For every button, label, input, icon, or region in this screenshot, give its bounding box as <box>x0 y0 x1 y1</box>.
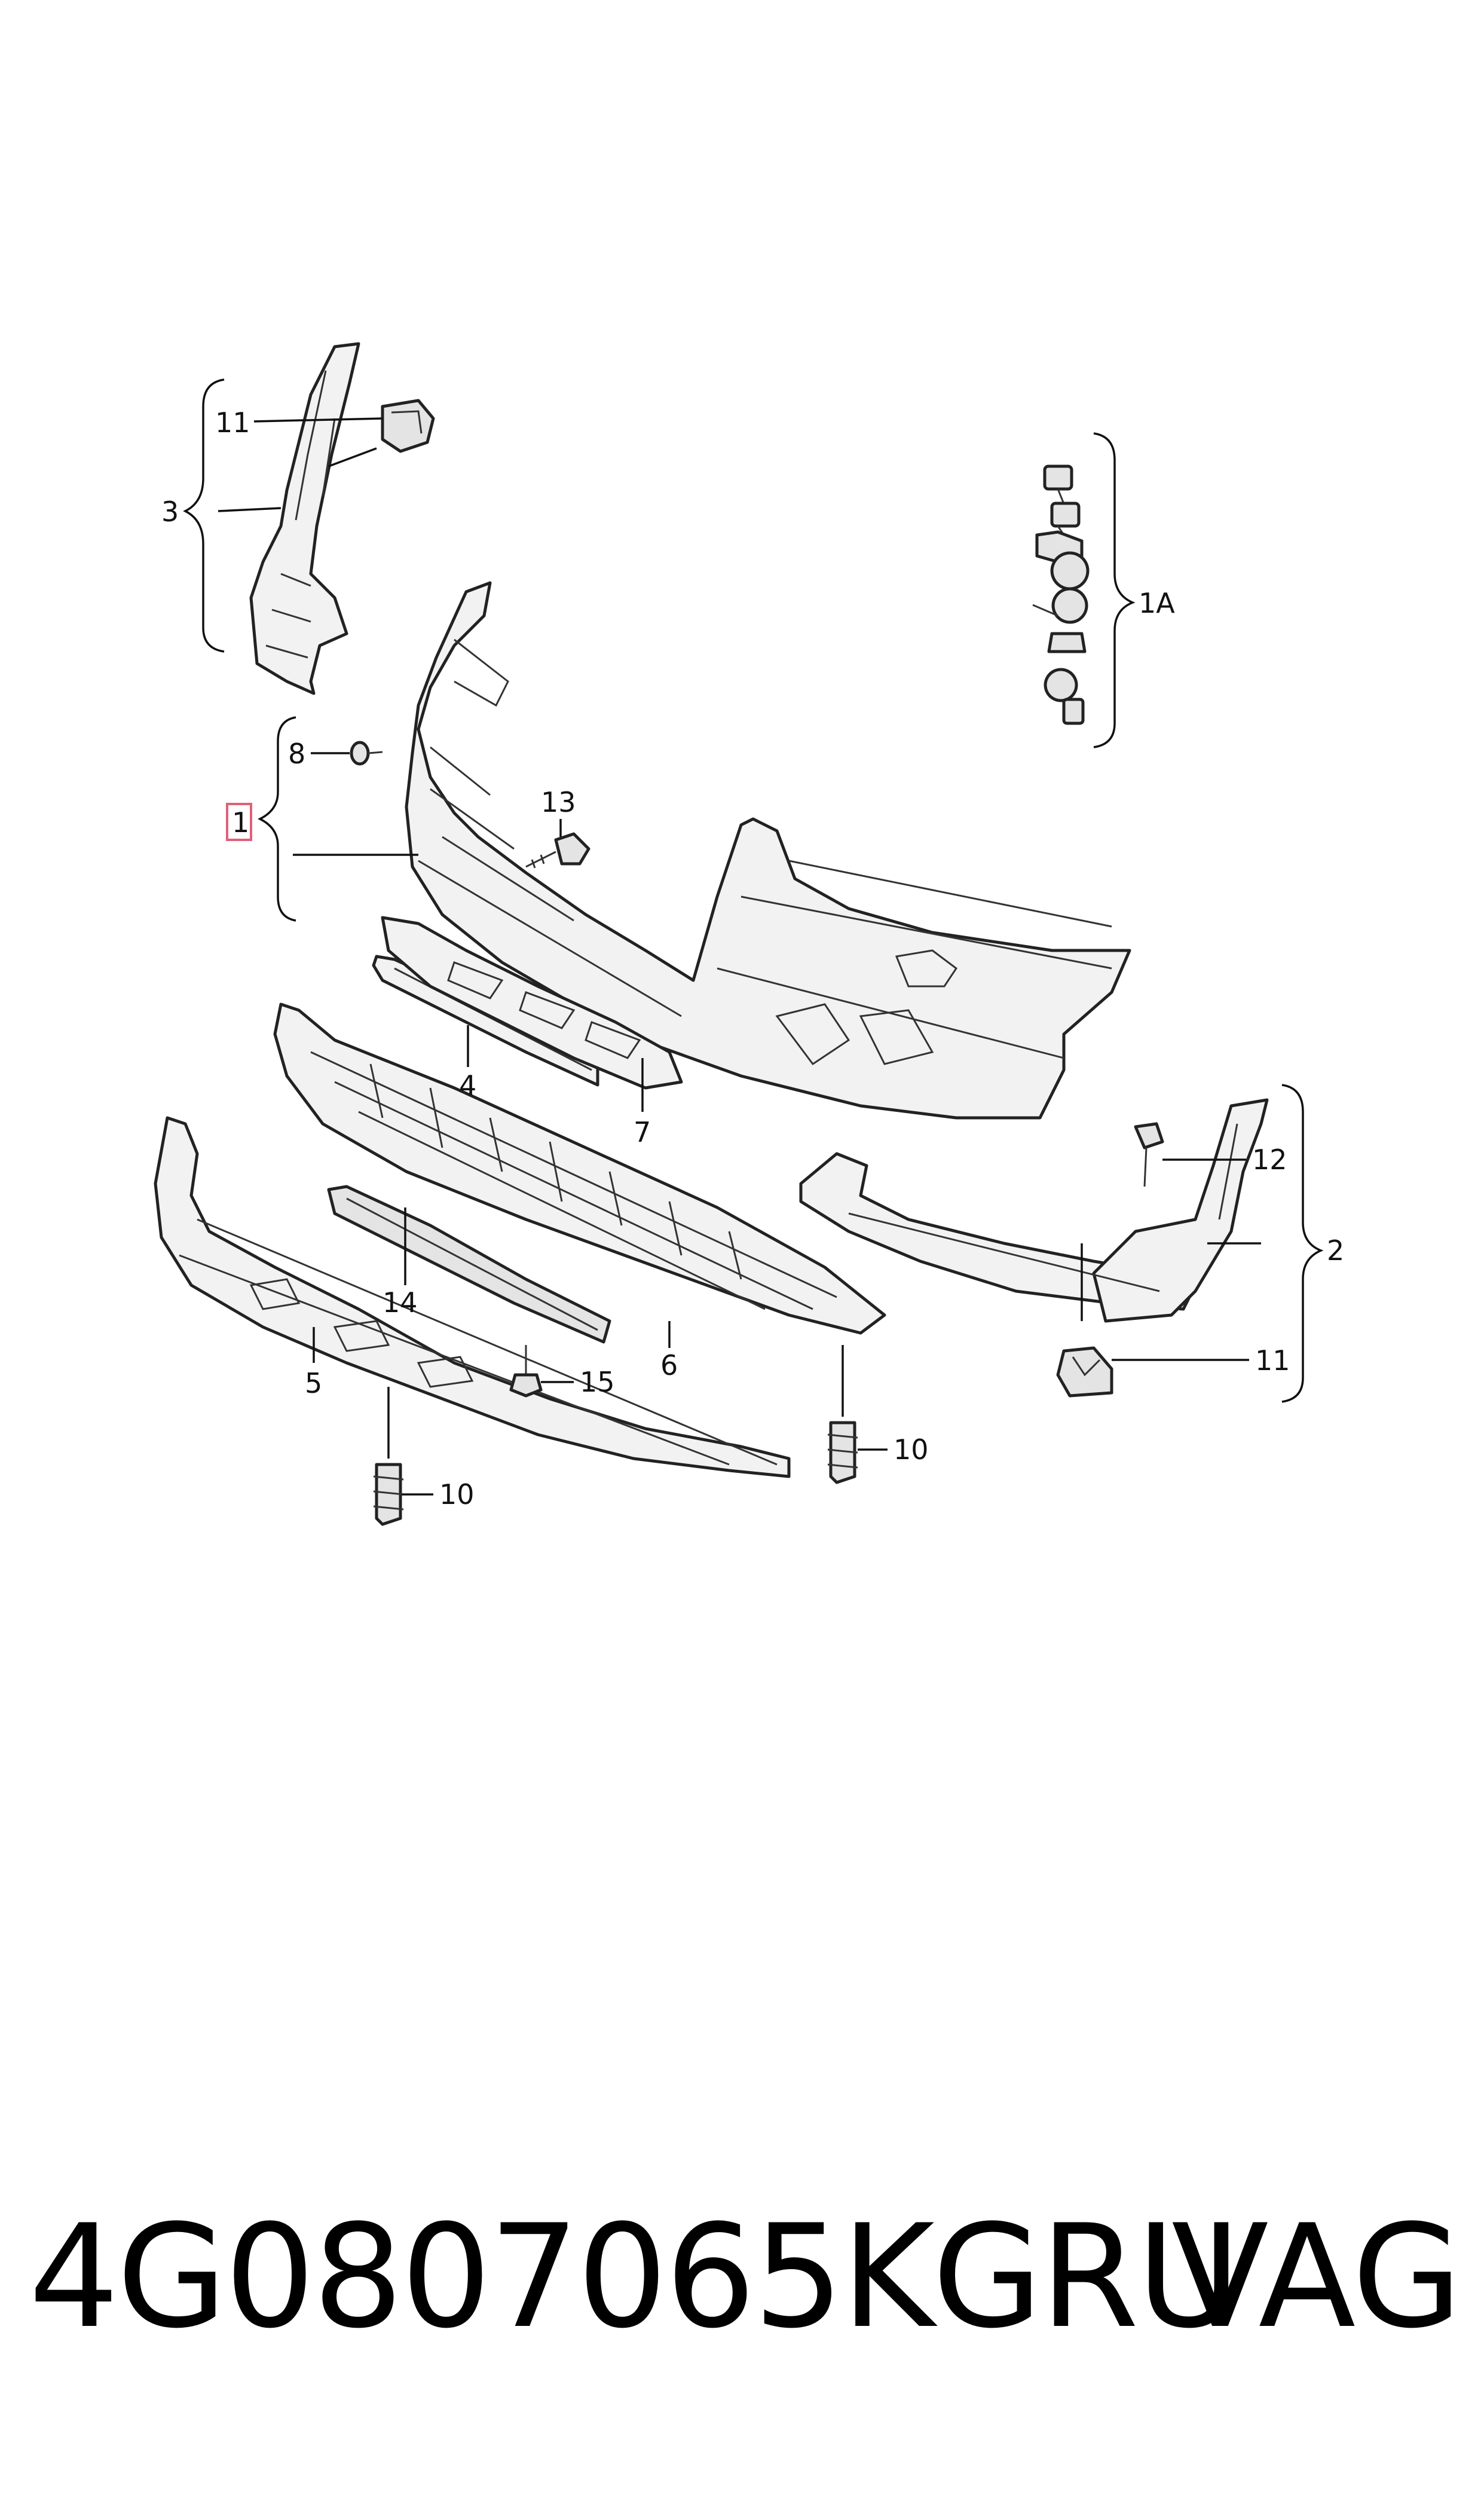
brace-1a <box>1093 432 1136 748</box>
callout-6: 6 <box>660 1349 678 1381</box>
footer-caption: 4G0807065KGRU VAG <box>0 2200 1484 2355</box>
part-10-screw-left <box>373 1463 404 1526</box>
part-11-clip-top <box>381 399 435 453</box>
highlight-box <box>226 803 252 841</box>
part-14-strip <box>327 1185 611 1344</box>
callout-10-left: 10 <box>439 1478 475 1511</box>
part-8-clip <box>350 741 383 766</box>
part-7-grille-insert <box>381 916 683 1090</box>
callout-13: 13 <box>541 786 576 818</box>
part-5-lower-spoiler <box>154 1116 791 1478</box>
part-6-underbody-panel <box>273 1002 886 1335</box>
callout-11-top: 11 <box>215 406 250 439</box>
part-1a-fasteners <box>1032 464 1090 725</box>
part-3-left-bracket <box>249 342 360 695</box>
callout-1a: 1A <box>1139 587 1175 619</box>
callout-5: 5 <box>305 1367 322 1399</box>
callout-2: 2 <box>1327 1234 1344 1267</box>
part-1-bumper-cover <box>405 581 1131 1120</box>
brace-2 <box>1281 1084 1324 1403</box>
callout-15: 15 <box>580 1366 615 1398</box>
part-12-screw <box>1134 1122 1164 1187</box>
part-11-clip-bottom <box>1056 1346 1113 1398</box>
callout-8: 8 <box>288 738 305 770</box>
brace-1 <box>258 716 296 922</box>
part-15-screw <box>509 1345 543 1398</box>
part-10-screw-right <box>827 1421 858 1484</box>
callout-14: 14 <box>383 1286 418 1319</box>
part-number: 4G0807065KGRU <box>29 2194 1241 2360</box>
part-13-screw <box>525 832 590 869</box>
brace-3 <box>183 378 225 653</box>
callout-10-right: 10 <box>894 1433 929 1466</box>
callout-11-bottom: 11 <box>1255 1344 1290 1377</box>
part-2-right-bracket <box>799 1098 1269 1323</box>
brand-name: VAG <box>1171 2194 1462 2360</box>
callout-4: 4 <box>459 1069 476 1102</box>
callout-7: 7 <box>634 1116 651 1148</box>
callout-3: 3 <box>161 496 179 528</box>
callout-1: 1 <box>232 806 249 839</box>
leader-lines <box>218 417 1261 1496</box>
callout-12: 12 <box>1252 1144 1287 1176</box>
